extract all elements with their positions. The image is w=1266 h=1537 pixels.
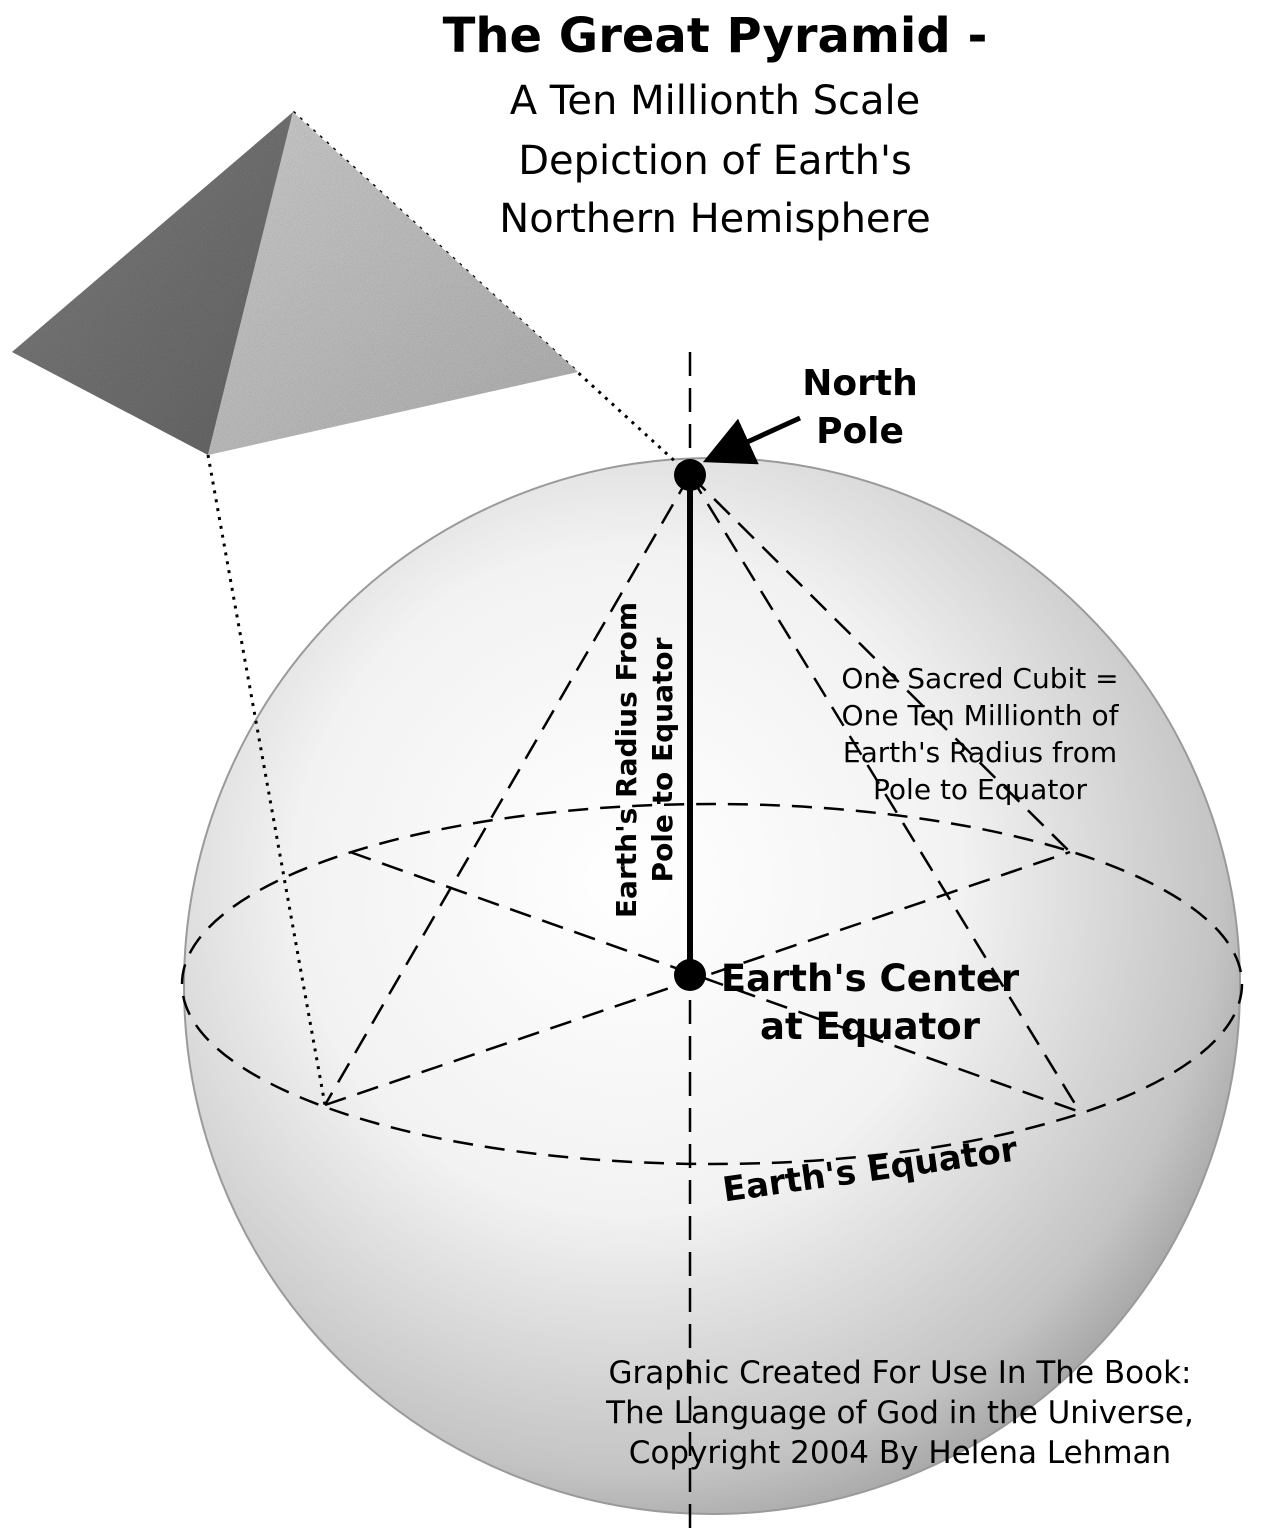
radius-label-line-2: Pole to Equator — [646, 637, 679, 883]
projection-lines — [206, 110, 692, 1106]
north-pole-label: North Pole — [770, 360, 950, 456]
sacred-cubit-line-2: One Ten Millionth of — [841, 699, 1119, 732]
north-pole-arrow — [702, 415, 802, 465]
subtitle-line-1: A Ten Millionth Scale — [509, 78, 921, 124]
equator-ellipse — [180, 802, 1244, 1166]
radius-label-line-1: Earth's Radius From — [610, 601, 643, 919]
earth-center-point — [674, 959, 706, 991]
sacred-cubit-line-3: Earth's Radius from — [842, 736, 1118, 769]
earth-center-label-line-1: Earth's Center — [720, 957, 1020, 1000]
north-pole-label-line-1: North — [802, 363, 918, 404]
pyramid-image — [12, 112, 578, 455]
subtitle-line-2: Depiction of Earth's — [518, 138, 912, 184]
credit-line-3: Copyright 2004 By Helena Lehman — [628, 1435, 1172, 1471]
subtitle-line-3: Northern Hemisphere — [499, 196, 931, 242]
credit-text: Graphic Created For Use In The Book: The… — [540, 1353, 1260, 1473]
sacred-cubit-line-4: Pole to Equator — [873, 773, 1087, 806]
earth-center-label: Earth's Center at Equator — [700, 955, 1040, 1051]
page-title: The Great Pyramid - — [442, 8, 988, 64]
north-pole-point — [674, 459, 706, 491]
sacred-cubit-label: One Sacred Cubit = One Ten Millionth of … — [790, 660, 1170, 808]
north-pole-label-line-2: Pole — [816, 411, 904, 452]
earth-center-label-line-2: at Equator — [760, 1005, 980, 1048]
sacred-cubit-line-1: One Sacred Cubit = — [841, 662, 1119, 695]
credit-line-2: The Language of God in the Universe, — [606, 1395, 1194, 1431]
radius-label: Earth's Radius From Pole to Equator — [609, 600, 681, 920]
credit-line-1: Graphic Created For Use In The Book: — [608, 1355, 1192, 1391]
